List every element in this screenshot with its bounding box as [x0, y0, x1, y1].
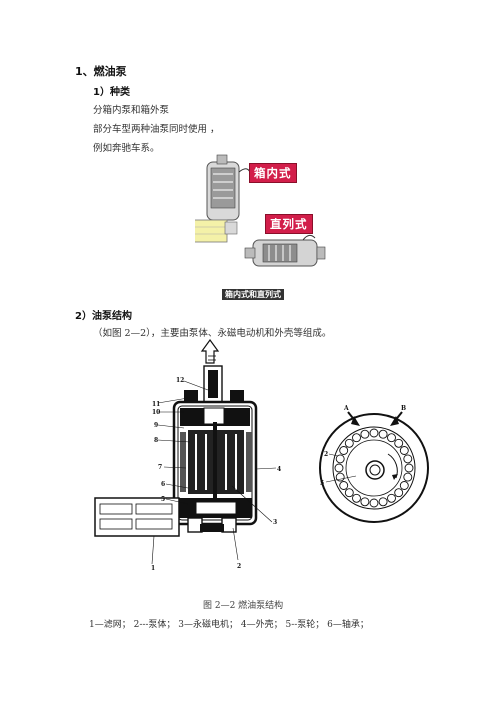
pump-roller	[352, 493, 361, 503]
subheading-types: 1）种类	[93, 87, 130, 98]
pump-roller	[399, 481, 409, 490]
label-5: 5	[161, 496, 165, 503]
label-3: 3	[273, 519, 277, 526]
pump-roller	[360, 497, 370, 507]
subheading-pump-structure: 2）油泵结构	[75, 311, 132, 322]
fuel-pump-structure-drawing: 12 11 10 9 8 7 6 5 4 3 2 1 A B 2 5	[94, 338, 429, 572]
inline-pump-image	[244, 234, 326, 267]
pump-roller	[403, 472, 413, 482]
text-line-3: 例如奔驰车系。	[93, 143, 160, 154]
label-9: 9	[154, 422, 158, 429]
pump-structure-text: （如图 2—2），主要由泵体、永磁电动机和外壳等组成。	[93, 328, 332, 339]
pump-roller	[335, 454, 345, 464]
photo-caption: 箱内式和直列式	[222, 289, 284, 300]
pump-roller	[378, 429, 388, 439]
label-5-right: 5	[320, 480, 324, 487]
pump-roller	[360, 429, 370, 439]
pump-roller	[344, 438, 354, 448]
text-line-1: 分箱内泵和箱外泵	[93, 105, 170, 116]
label-2: 2	[237, 563, 241, 570]
in-tank-badge: 箱内式	[249, 163, 297, 183]
pump-roller	[334, 463, 344, 473]
label-B: B	[401, 405, 406, 412]
in-tank-pump-image	[182, 154, 252, 243]
pump-cross-section	[319, 411, 429, 523]
label-2-right: 2	[324, 451, 328, 458]
label-4: 4	[277, 466, 281, 473]
pump-roller	[335, 472, 345, 482]
inline-badge: 直列式	[265, 214, 313, 234]
label-11: 11	[152, 401, 160, 408]
pump-roller	[387, 493, 396, 503]
label-6: 6	[161, 481, 165, 488]
pump-roller	[404, 463, 414, 473]
pump-types-illustration	[182, 154, 326, 267]
pump-roller	[369, 428, 379, 438]
pump-roller	[352, 433, 361, 443]
label-10: 10	[152, 409, 160, 416]
pump-roller	[369, 498, 379, 508]
figure-caption: 图 2—2 燃油泵结构	[203, 601, 284, 611]
pump-roller	[344, 488, 354, 498]
pump-roller	[387, 433, 396, 443]
fuel-pump-structure-figure: 12 11 10 9 8 7 6 5 4 3 2 1 A B 2 5	[92, 338, 437, 574]
text-line-2: 部分车型两种油泵同时使用 ，	[93, 124, 220, 135]
pump-roller	[399, 446, 409, 455]
section-heading-fuel-pump: 1、燃油泵	[75, 65, 127, 78]
pump-roller	[378, 497, 388, 507]
pump-roller	[339, 481, 349, 490]
pump-types-figure: 箱内式 直列式 箱内式和直列式	[182, 152, 330, 302]
label-1: 1	[151, 565, 155, 572]
pump-roller	[403, 454, 413, 464]
label-A: A	[343, 405, 349, 412]
figure-legend: 1—滤网； 2---泵体； 3—永磁电机； 4—外壳； 5--泵轮； 6—轴承；	[89, 620, 369, 630]
label-8: 8	[154, 437, 158, 444]
pump-roller	[339, 446, 349, 455]
pump-roller	[394, 438, 404, 448]
pump-roller	[394, 488, 404, 498]
label-7: 7	[158, 464, 162, 471]
label-12: 12	[176, 377, 184, 384]
